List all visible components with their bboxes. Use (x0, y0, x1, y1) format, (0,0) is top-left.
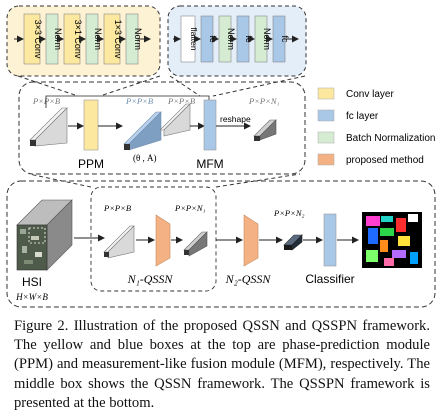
middle-dim-out: P×P×N₁ (248, 96, 280, 106)
middle-output-cube (253, 119, 277, 141)
n2-qssn-label: N₂-QSSN (225, 272, 272, 286)
ppm-detail-box: 3×3 Conv Norm 3×1 Conv Norm 1×3 Conv Nor… (6, 5, 161, 77)
legend-swatch-conv (317, 87, 335, 100)
qsspn-bottom-box: HSI H×W×B P×P×B N₁-QSSN P×P×N₁ N₂-QSSN (6, 173, 436, 308)
classifier-label: Classifier (305, 272, 354, 286)
n1-qssn-block (155, 214, 171, 267)
bottom-dim2: P×P×N₁ (174, 203, 206, 213)
legend-swatch-bn (317, 131, 335, 144)
ppm-block-conv1: 3×3 Conv (23, 13, 43, 65)
bottom-dim3: P×P×N₂ (273, 208, 305, 218)
legend: Conv layer fc layer Batch Normalization … (317, 87, 435, 166)
ppm-block (83, 99, 99, 151)
bottom-dim1: P×P×B (103, 203, 131, 213)
svg-text:3×3 Conv: 3×3 Conv (33, 20, 43, 59)
hsi-dims: H×W×B (15, 292, 48, 302)
mfm-block (203, 99, 217, 151)
bottom-patch-cube (103, 225, 135, 259)
classifier-block (323, 213, 337, 267)
reshape-label: reshape (220, 114, 251, 124)
ppm-label: PPM (78, 157, 104, 171)
svg-text:1×3 Conv: 1×3 Conv (113, 20, 123, 59)
middle-dim-mid: P×P×B (125, 96, 153, 106)
qssn-middle-box: P×P×B PPM P×P×B (θ , A) P×P×B MFM reshap… (17, 75, 306, 175)
legend-swatch-proposed (317, 153, 335, 166)
framework-diagram: 3×3 Conv Norm 3×1 Conv Norm 1×3 Conv Nor… (6, 5, 436, 308)
bottom-n2-cube (283, 234, 303, 251)
hsi-label: HSI (22, 275, 42, 289)
legend-swatch-fc (317, 109, 335, 122)
svg-text:3×1 Conv: 3×1 Conv (73, 20, 83, 59)
middle-dim-mid2: P×P×B (167, 96, 195, 106)
classification-map (362, 212, 422, 268)
legend-label-conv: Conv layer (346, 89, 394, 100)
figure-caption: Figure 2. Illustration of the proposed Q… (14, 318, 430, 411)
mfm-label: MFM (196, 157, 223, 171)
legend-label-bn: Batch Normalization (346, 133, 435, 144)
n1-qssn-label: N₁-QSSN (127, 272, 174, 286)
n2-qssn-block (243, 214, 259, 267)
theta-label: (θ , A) (133, 153, 157, 163)
legend-label-fc: fc layer (346, 111, 379, 122)
middle-blue-cube (123, 111, 162, 151)
mfm-detail-box: flatten fc Norm fc Norm fc (167, 5, 307, 77)
hsi-cube (16, 199, 73, 271)
bottom-n1-cube (183, 231, 208, 257)
ppm-block-conv2: 3×1 Conv (63, 13, 83, 65)
middle-grey-cube2 (159, 103, 191, 137)
legend-label-proposed: proposed method (346, 155, 424, 166)
middle-input-cube (29, 107, 68, 147)
